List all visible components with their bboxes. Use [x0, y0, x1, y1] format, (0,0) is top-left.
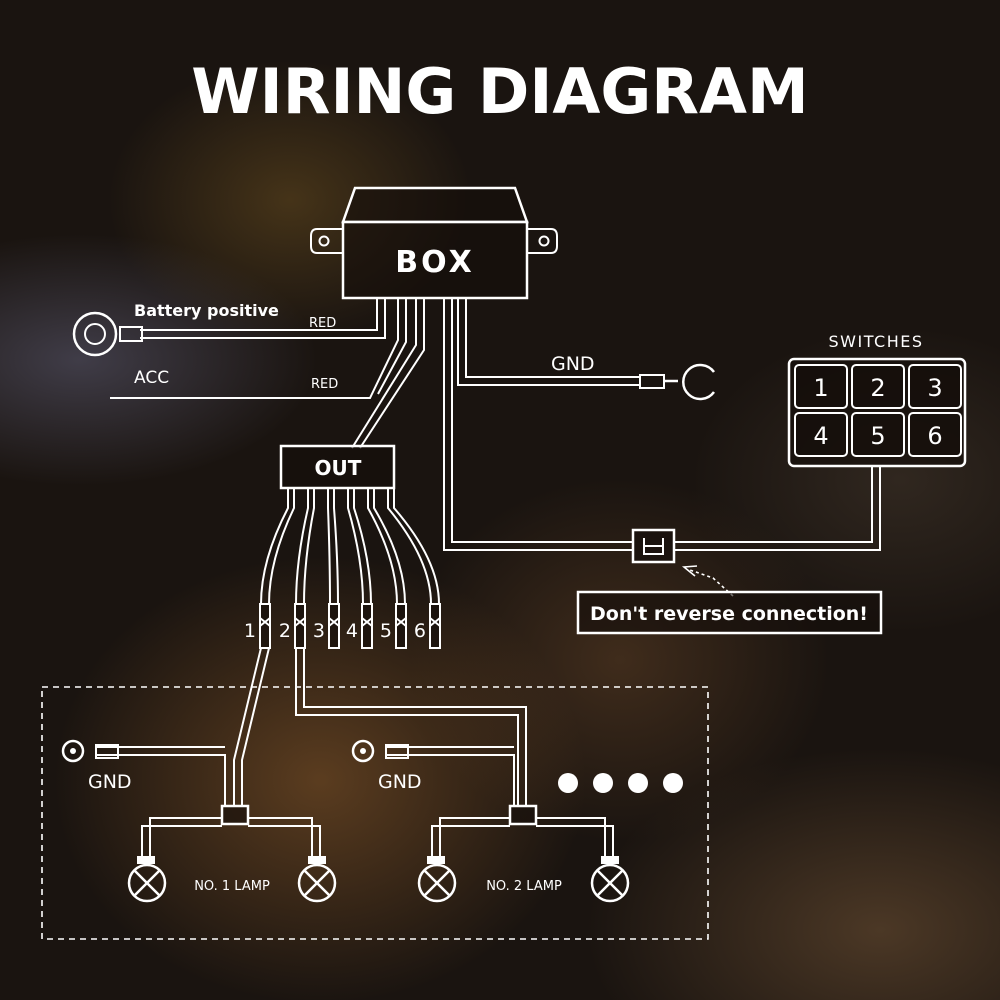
acc-wire: ACC RED [110, 298, 407, 399]
switch-button-2: 2 [851, 364, 905, 409]
battery-positive-label: Battery positive [134, 301, 279, 320]
control-box: BOX [310, 186, 558, 300]
output-wire-5: 5 [367, 488, 407, 649]
output-number: 3 [313, 620, 325, 642]
output-wire-2: 2 [279, 488, 315, 649]
output-wire-4: 4 [346, 488, 373, 649]
gnd-label-top: GND [551, 353, 595, 375]
out-label: OUT [315, 456, 362, 480]
switch-number: 3 [927, 374, 942, 402]
lamp-group-1: GND NO. 1 LAMP [61, 739, 337, 903]
lamp2-label: NO. 2 LAMP [486, 879, 562, 894]
red-wire-label-1: RED [309, 316, 336, 331]
acc-label: ACC [134, 368, 169, 388]
output-wire-1: 1 [244, 488, 295, 649]
lamp-icon [417, 863, 457, 903]
switch-panel: SWITCHES 1 2 3 4 5 6 [787, 332, 967, 468]
switch-number: 4 [813, 422, 828, 450]
switch-button-5: 5 [851, 412, 905, 457]
switch-number: 6 [927, 422, 942, 450]
lamp-feed-wires [233, 647, 527, 806]
output-number: 4 [346, 620, 358, 642]
output-number: 2 [279, 620, 291, 642]
gnd-label-lamp2: GND [378, 771, 422, 793]
continuation-dots [558, 773, 683, 793]
output-number: 5 [380, 620, 392, 642]
box-label: BOX [395, 245, 474, 280]
switch-button-4: 4 [794, 412, 848, 457]
box-to-out-wires [351, 298, 425, 449]
output-wire-3: 3 [313, 488, 340, 649]
warning-box: Don't reverse connection! [576, 590, 883, 635]
output-wire-6: 6 [387, 488, 441, 649]
switch-number: 1 [813, 374, 828, 402]
lamp-icon [590, 863, 630, 903]
out-box: OUT [279, 444, 396, 490]
switch-button-3: 3 [908, 364, 962, 409]
gnd-label-lamp1: GND [88, 771, 132, 793]
switch-button-6: 6 [908, 412, 962, 457]
output-number: 6 [414, 620, 426, 642]
warning-text: Don't reverse connection! [590, 603, 868, 625]
lamp-group-2: GND NO. 2 LAMP [351, 739, 630, 903]
output-number: 1 [244, 620, 256, 642]
switches-label: SWITCHES [829, 332, 924, 351]
switch-number: 2 [870, 374, 885, 402]
switch-wire [443, 298, 881, 597]
lamp-area-border [41, 686, 709, 940]
diagram-title: WIRING DIAGRAM [191, 55, 808, 128]
switch-button-1: 1 [794, 364, 848, 409]
switch-buttons: 1 2 3 4 5 6 [794, 364, 962, 457]
battery-positive-wire: Battery positive RED [72, 298, 386, 357]
red-wire-label-2: RED [311, 377, 338, 392]
gnd-wire-top: GND [457, 298, 716, 401]
lamp1-label: NO. 1 LAMP [194, 879, 270, 894]
lamp-icon [127, 863, 167, 903]
switch-number: 5 [870, 422, 885, 450]
lamp-icon [297, 863, 337, 903]
